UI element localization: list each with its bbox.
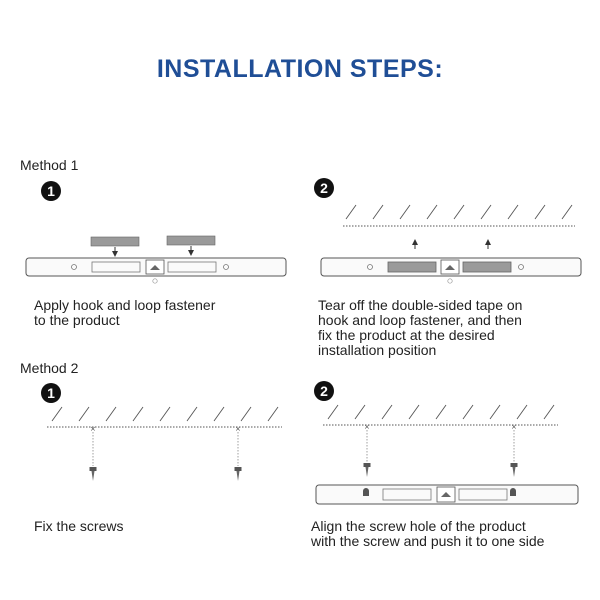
m2s1-illustration: × × — [47, 406, 282, 481]
keyhole-slot-left — [363, 488, 369, 496]
svg-text:×: × — [90, 425, 96, 433]
method-2-step-2-caption: Align the screw hole of the product with… — [311, 519, 544, 549]
method-2-step-1-caption: Fix the screws — [34, 519, 123, 534]
caption-line: fix the product at the desired — [318, 327, 495, 343]
m1s1-illustration — [25, 235, 287, 284]
caption-line: Tear off the double-sided tape on — [318, 297, 523, 313]
screw-right: × — [510, 423, 518, 477]
caption-line: hook and loop fastener, and then — [318, 312, 522, 328]
wall-surface — [343, 204, 575, 227]
svg-text:×: × — [511, 423, 517, 431]
caption-line: to the product — [34, 312, 120, 328]
m2s2-illustration: × × — [315, 404, 579, 505]
svg-text:×: × — [235, 425, 241, 433]
velcro-tape-left — [90, 236, 140, 247]
svg-text:×: × — [364, 423, 370, 431]
product-bar — [315, 484, 579, 505]
wall-surface — [47, 406, 282, 428]
screw-left: × — [89, 425, 97, 481]
caption-line: Align the screw hole of the product — [311, 518, 526, 534]
caption-line: Fix the screws — [34, 518, 124, 534]
caption-line: Apply hook and loop fastener — [34, 297, 216, 313]
m1s2-illustration — [320, 204, 582, 284]
screw-right: × — [234, 425, 242, 481]
product-bar — [25, 257, 287, 284]
method-1-step-2-badge: 2 — [314, 178, 334, 198]
product-bar — [320, 257, 582, 284]
page-title: INSTALLATION STEPS: — [156, 55, 444, 83]
keyhole-slot-right — [510, 488, 516, 496]
velcro-tape-right — [166, 235, 216, 246]
method-1-step-1-badge: 1 — [41, 181, 61, 201]
method-2-step-1-badge: 1 — [41, 383, 61, 403]
method-2-step-2-badge: 2 — [314, 381, 334, 401]
caption-line: with the screw and push it to one side — [311, 533, 545, 549]
wall-surface — [323, 404, 558, 426]
method-1-step-2-caption: Tear off the double-sided tape on hook a… — [318, 298, 522, 358]
method-2-label: Method 2 — [20, 360, 79, 376]
method-1-label: Method 1 — [20, 157, 79, 173]
screw-left: × — [363, 423, 371, 477]
method-1-step-1-caption: Apply hook and loop fastener to the prod… — [34, 298, 215, 328]
caption-line: installation position — [318, 342, 437, 358]
